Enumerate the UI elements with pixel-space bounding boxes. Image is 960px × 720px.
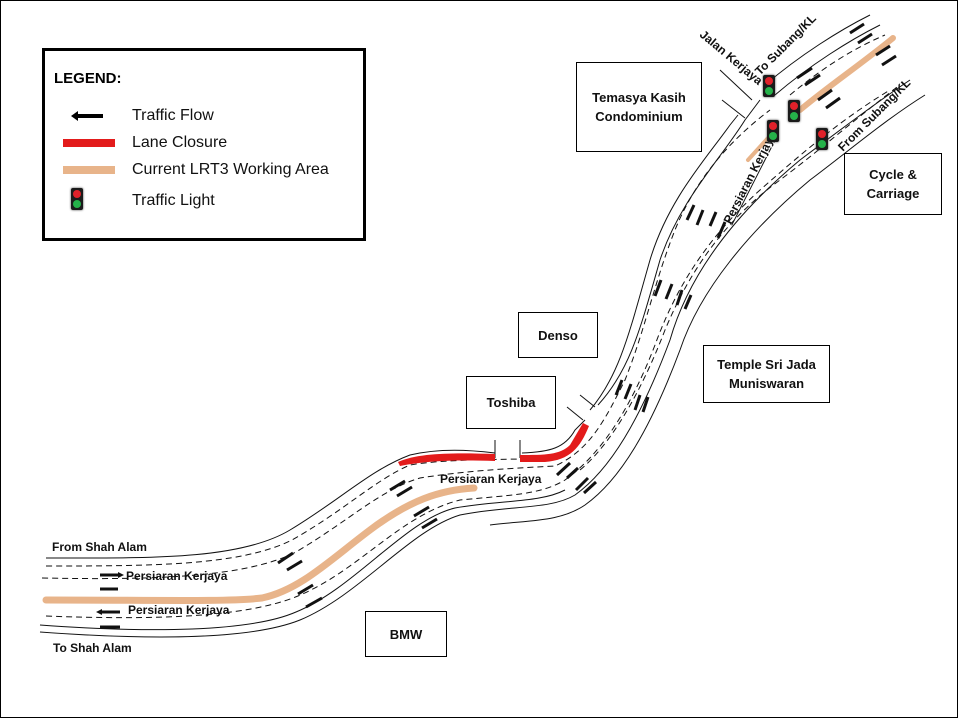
arrow [695, 209, 705, 226]
lane-closure-east [520, 423, 589, 462]
arrow [708, 211, 718, 227]
road-edge-south [39, 79, 911, 638]
landmark-temple: Temple Sri Jada Muniswaran [703, 345, 830, 403]
legend: LEGEND: Traffic Flow Lane Closure Curren… [42, 48, 366, 241]
label-persiaran-mid: Persiaran Kerjaya [440, 472, 542, 486]
landmark-bmw: BMW [365, 611, 447, 657]
arrow [574, 476, 590, 492]
arrow [286, 559, 303, 572]
arrow [675, 289, 684, 306]
traffic-flow-arrow-icon [71, 111, 103, 121]
legend-item-lane-closure: Lane Closure [45, 131, 363, 155]
arrow [389, 479, 406, 492]
landmark-toshiba: Toshiba [466, 376, 556, 429]
arrow [849, 22, 865, 35]
working-area-north-short [746, 136, 770, 162]
traffic-light-icon [788, 100, 800, 122]
arrow [555, 461, 572, 477]
arrow [685, 204, 696, 221]
arrow [857, 32, 873, 45]
legend-label: Current LRT3 Working Area [132, 161, 329, 178]
arrow [653, 279, 663, 297]
road-edge-south2 [39, 489, 566, 631]
denso-access2 [579, 394, 596, 408]
arrow [796, 66, 813, 80]
label-to-shah-alam: To Shah Alam [53, 641, 132, 655]
label-persiaran-west-top: Persiaran Kerjaya [126, 569, 228, 583]
denso-access [566, 406, 584, 421]
arrow [804, 73, 821, 87]
lane-divider-5 [789, 34, 886, 96]
arrow [421, 517, 438, 530]
arrow-heads [96, 572, 124, 615]
road-edge-north [45, 449, 496, 559]
arrow [881, 54, 897, 67]
arrow [664, 283, 674, 300]
lane-closure-icon [63, 139, 115, 147]
working-area-icon [63, 166, 115, 174]
legend-label: Traffic Light [132, 192, 215, 209]
road-edge-south-east [489, 94, 926, 526]
road-edge-north-upper2 [774, 24, 881, 96]
landmark-denso: Denso [518, 312, 598, 358]
arrow [297, 583, 314, 596]
road-edge-ne-upper2 [589, 114, 739, 411]
traffic-light-icon [71, 188, 83, 210]
arrow [305, 596, 323, 609]
arrow [565, 466, 580, 480]
lane-divider-2 [41, 109, 771, 580]
arrow [614, 379, 624, 396]
arrow [716, 221, 727, 239]
road-edge-ne-upper [597, 99, 761, 406]
arrow [875, 44, 891, 57]
landmark-cycle-carriage: Cycle & Carriage [844, 153, 942, 215]
arrow [641, 396, 650, 413]
legend-item-traffic-light: Traffic Light [45, 188, 363, 213]
jalan-kerjaya-edge2 [721, 99, 746, 119]
traffic-light-icon [763, 75, 775, 97]
arrow [817, 88, 833, 102]
lane-closure-west [398, 453, 495, 466]
arrow [413, 505, 430, 518]
label-from-shah-alam: From Shah Alam [52, 540, 147, 554]
traffic-light-icon [816, 128, 828, 150]
arrow [396, 485, 413, 498]
legend-label: Lane Closure [132, 134, 228, 151]
arrow [683, 294, 693, 310]
label-persiaran-west-bottom: Persiaran Kerjaya [128, 603, 230, 617]
arrow [633, 394, 642, 411]
traffic-light-icon [767, 120, 779, 142]
road-edge-north-upper [764, 14, 871, 86]
arrow [582, 480, 598, 495]
legend-item-working-area: Current LRT3 Working Area [45, 158, 363, 182]
working-area-west [42, 484, 478, 604]
arrow [623, 383, 633, 400]
traffic-flow-arrows [100, 22, 897, 629]
lane-divider-4 [579, 84, 901, 471]
arrow [825, 96, 841, 110]
jalan-kerjaya-edge [719, 69, 753, 101]
legend-label: Traffic Flow [132, 107, 214, 124]
working-area-north [797, 35, 896, 113]
legend-item-traffic-flow: Traffic Flow [45, 104, 363, 128]
lane-divider-3 [45, 89, 891, 619]
landmark-temasya-kasih: Temasya Kasih Condominium [576, 62, 702, 152]
arrow [277, 551, 294, 565]
legend-title: LEGEND: [54, 70, 122, 87]
road-edge-north-east [521, 419, 586, 454]
